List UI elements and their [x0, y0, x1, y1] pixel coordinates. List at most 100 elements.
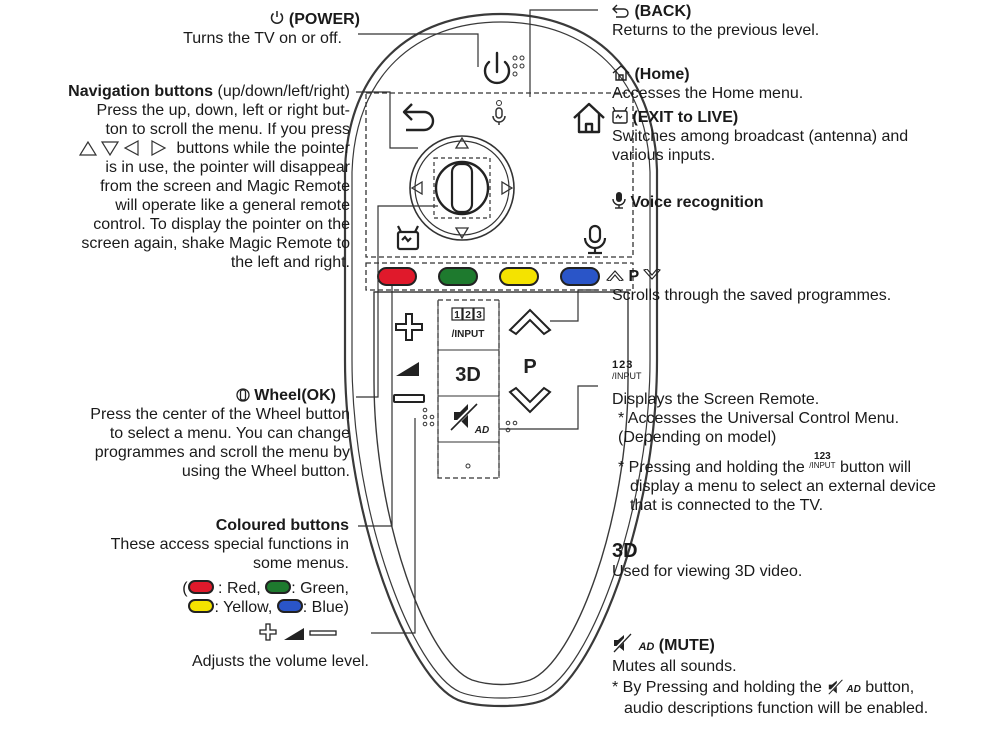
remote-home-button [573, 102, 605, 134]
mute-icon [611, 632, 632, 654]
exit-title: (EXIT to LIVE) [632, 109, 739, 126]
navigation-title: Navigation buttons [68, 83, 214, 100]
remote-up-arrow [454, 136, 470, 149]
input-inline-icon: 123/INPUT [809, 452, 836, 471]
mute-inline-icon [827, 678, 844, 696]
remote-exit-live-button [396, 225, 420, 251]
navigation-line-3-text: buttons while the pointer [176, 140, 350, 157]
mute-section: AD (MUTE) Mutes all sounds. * By Pressin… [611, 632, 997, 718]
back-desc: Returns to the previous level. [612, 22, 820, 39]
input-inline-label: /INPUT [809, 461, 836, 470]
remote-nav-ring [409, 135, 515, 241]
volume-desc: Adjusts the volume level. [192, 653, 369, 670]
exit-line-2: various inputs. [612, 147, 716, 164]
home-title: (Home) [634, 66, 690, 83]
remote-input-button [451, 307, 485, 321]
remote-3d-button: 3D [455, 364, 481, 386]
home-title-row: (Home) [612, 65, 992, 84]
input-icon-nums: 123 [612, 359, 634, 372]
remote-power-button [483, 51, 511, 85]
coloured-section: Coloured buttons These access special fu… [30, 516, 360, 617]
wheel-title: Wheel(OK) [254, 387, 336, 404]
home-icon [612, 65, 630, 81]
coloured-green-label: : Green, [291, 580, 349, 597]
green-swatch [265, 580, 292, 594]
callout-lines [356, 9, 598, 634]
nav-area-dashed-box [365, 92, 634, 258]
remote-p-down [508, 386, 552, 414]
navigation-line-4: is in use, the pointer will disappear [105, 159, 350, 176]
remote-input-num-3: 3 [476, 310, 482, 321]
remote-p-label: P [523, 356, 536, 378]
navigation-line-2: ton to scroll the menu. If you press [105, 121, 350, 138]
mic-icon [612, 192, 626, 209]
wheel-line-1: Press the center of the Wheel button [90, 406, 350, 423]
remote-mute-button: AD [448, 402, 489, 436]
chevron-up-icon [606, 270, 624, 282]
navigation-line-7: control. To display the pointer on the [93, 216, 350, 233]
threed-section: 3D Used for viewing 3D video. [612, 540, 992, 581]
threed-desc: Used for viewing 3D video. [612, 563, 803, 580]
navigation-title-suffix: (up/down/left/right) [217, 83, 350, 100]
yellow-swatch [188, 599, 215, 613]
coloured-open-paren: ( [182, 580, 188, 597]
wheel-line-2: to select a menu. You can change [109, 425, 350, 442]
navigation-line-3: buttons while the pointer [5, 139, 350, 158]
remote-volume-wedge [396, 362, 419, 376]
input-icon: 123 /INPUT [612, 360, 992, 382]
input-note-2b: display a menu to select an external dev… [630, 478, 936, 495]
coloured-line-1: These access special functions in [110, 536, 349, 553]
input-desc: Displays the Screen Remote. [612, 391, 820, 408]
input-note-1b: (Depending on model) [618, 429, 777, 446]
input-section: 123 /INPUT Displays the Screen Remote. *… [612, 360, 992, 515]
volume-plus-wedge-minus-icons [259, 623, 337, 641]
remote-blue-button [560, 267, 600, 286]
mute-title: (MUTE) [658, 637, 715, 654]
remote-yellow-button [499, 267, 539, 286]
input-note-2a: * Pressing and holding the 123/INPUT but… [618, 452, 992, 477]
back-title: (BACK) [634, 3, 692, 20]
mute-note-line-2: audio descriptions function will be enab… [624, 700, 929, 717]
remote-input-label: /INPUT [452, 329, 485, 340]
remote-power-dots [512, 55, 525, 77]
navigation-line-6: will operate like a general remote [115, 197, 350, 214]
remote-back-button [402, 103, 435, 132]
coloured-blue-label: : Blue) [302, 599, 349, 616]
exit-section: (EXIT to LIVE) Switches among broadcast … [612, 106, 992, 165]
up-down-left-right-icons [79, 139, 167, 157]
mute-desc: Mutes all sounds. [612, 658, 737, 675]
svg-text:AD: AD [474, 425, 489, 436]
navigation-line-8: screen again, shake Magic Remote to [81, 235, 350, 252]
red-swatch [187, 580, 214, 594]
remote-volume-plus [395, 313, 423, 341]
voice-title: Voice recognition [630, 194, 764, 211]
navigation-line-9: the left and right. [230, 254, 350, 271]
home-section: (Home) Accesses the Home menu. [612, 65, 992, 103]
navigation-title-row: Navigation buttons (up/down/left/right) [5, 82, 350, 101]
power-section: (POWER) Turns the TV on or off. [20, 10, 360, 48]
remote-green-button [438, 267, 478, 286]
power-title-row: (POWER) [20, 10, 360, 29]
back-title-row: (BACK) [612, 2, 992, 21]
remote-down-arrow [454, 227, 470, 240]
programme-desc: Scrolls through the saved programmes. [612, 287, 892, 304]
mute-title-row: AD (MUTE) [611, 632, 997, 657]
wheel-line-4: using the Wheel button. [181, 463, 350, 480]
remote-volume-minus [393, 394, 425, 403]
remote-left-arrow [410, 180, 423, 196]
volume-icons [258, 623, 366, 648]
input-note-2a-post: button will [839, 459, 912, 476]
input-note-2c: that is connected to the TV. [630, 497, 824, 514]
navigation-line-5: from the screen and Magic Remote [100, 178, 350, 195]
back-section: (BACK) Returns to the previous level. [612, 2, 992, 40]
programme-section: P Scrolls through the saved programmes. [606, 267, 991, 305]
threed-logo: 3D [612, 540, 638, 562]
power-title: (POWER) [288, 11, 360, 28]
coloured-title: Coloured buttons [215, 517, 349, 534]
coloured-yellow-label: : Yellow, [214, 599, 273, 616]
mute-inline-ad: AD [846, 684, 861, 695]
remote-input-num-1: 1 [454, 310, 460, 321]
remote-body-outer [343, 12, 659, 708]
wheel-section: Wheel(OK) Press the center of the Wheel … [10, 386, 350, 481]
remote-mic-small [492, 107, 506, 125]
